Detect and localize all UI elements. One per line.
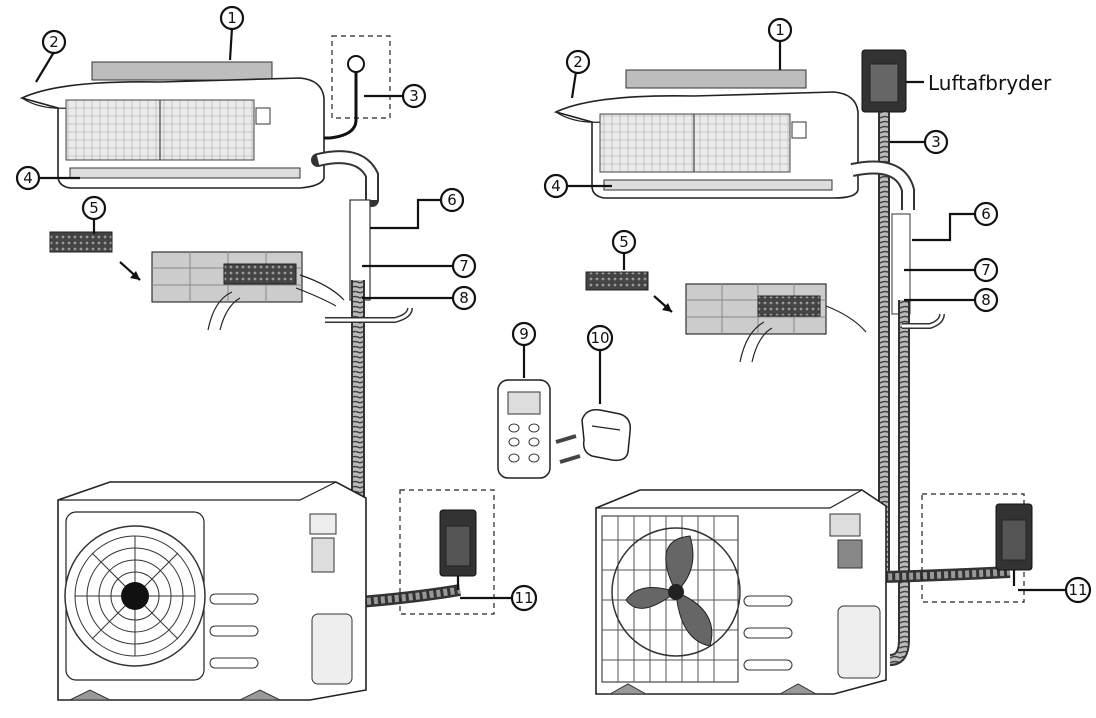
callout-8-text: 8: [459, 289, 469, 307]
callout-7-text: 7: [981, 261, 991, 279]
right-callout-2: 2: [565, 49, 591, 75]
callout-4-text: 4: [23, 169, 33, 187]
left-leaders: [35, 27, 512, 600]
callout-7-text: 7: [459, 257, 469, 275]
right-filter-panel: [685, 283, 867, 363]
right-filter-strip: [585, 271, 649, 291]
right-callout-8: 8: [973, 287, 999, 313]
right-callout-1: 1: [767, 17, 793, 43]
left-callout-1: 1: [219, 5, 245, 31]
callout-2-text: 2: [49, 33, 59, 51]
callout-5-text: 5: [89, 199, 99, 217]
center-accessories: 9 10: [497, 321, 632, 479]
callout-9: 9: [511, 321, 537, 347]
left-switch-box: [399, 489, 495, 615]
remote-holder-icon: [555, 408, 632, 464]
left-outdoor-unit: [57, 481, 367, 701]
callout-1-text: 1: [775, 21, 785, 39]
callout-1-text: 1: [227, 9, 237, 27]
remote-control-icon: [497, 379, 551, 479]
left-callout-8: 8: [451, 285, 477, 311]
callout-11-text: 11: [514, 589, 533, 607]
callout-8-text: 8: [981, 291, 991, 309]
right-callout-6: 6: [973, 201, 999, 227]
left-plug-icon: [324, 35, 391, 140]
right-leaders: [568, 40, 1066, 592]
callout-5-text: 5: [619, 233, 629, 251]
left-indoor-unit: [19, 61, 325, 189]
right-breaker-box: [861, 49, 924, 113]
right-callout-4: 4: [543, 173, 569, 199]
right-switch-box: [921, 493, 1033, 603]
left-system: 1 2 3 4 5 6 7 8 11: [15, 5, 538, 701]
right-pipe-bundle: [845, 112, 1011, 666]
callout-3-text: 3: [409, 87, 419, 105]
callout-6-text: 6: [981, 205, 991, 223]
callout-6-text: 6: [447, 191, 457, 209]
left-filter-panel: [151, 251, 345, 331]
breaker-label: Luftafbryder: [928, 71, 1052, 95]
right-indoor-unit: [553, 69, 859, 199]
left-callout-2: 2: [41, 29, 67, 55]
callout-11-text: 11: [1068, 581, 1087, 599]
left-callout-6: 6: [439, 187, 465, 213]
callout-2-text: 2: [573, 53, 583, 71]
right-callout-5: 5: [611, 229, 637, 255]
right-callout-3: 3: [923, 129, 949, 155]
left-callout-4: 4: [15, 165, 41, 191]
callout-10: 10: [586, 324, 614, 352]
callout-4-text: 4: [551, 177, 561, 195]
callout-10-text: 10: [590, 329, 609, 347]
right-system: Luftafbryder: [543, 17, 1092, 695]
left-callout-7: 7: [451, 253, 477, 279]
right-callout-7: 7: [973, 257, 999, 283]
left-callout-5: 5: [81, 195, 107, 221]
left-callout-3: 3: [401, 83, 427, 109]
right-outdoor-unit: [595, 489, 887, 695]
callout-9-text: 9: [519, 325, 529, 343]
right-callout-11: 11: [1064, 576, 1092, 604]
left-filter-strip: [49, 231, 113, 253]
left-callout-11: 11: [510, 584, 538, 612]
callout-3-text: 3: [931, 133, 941, 151]
